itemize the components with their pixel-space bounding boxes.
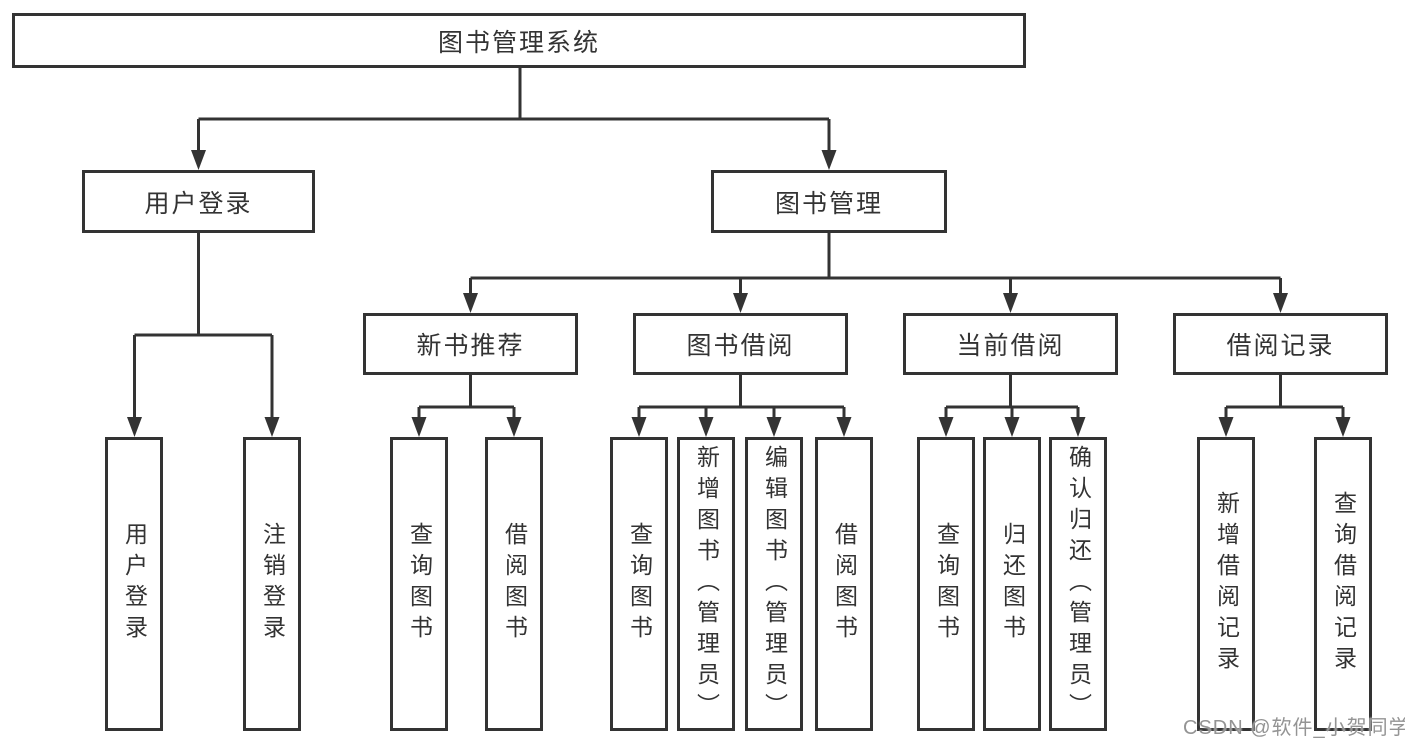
- leaf-borrow-books-recommend: 借阅图书: [485, 437, 543, 731]
- node-current-borrowing: 当前借阅: [903, 313, 1118, 375]
- connector-records-to-leaves: [1224, 375, 1345, 420]
- leaf-query-books-current: 查询图书: [917, 437, 975, 731]
- leaf-query-borrow-record: 查询借阅记录: [1314, 437, 1372, 731]
- node-library-system: 图书管理系统: [12, 13, 1026, 68]
- connector-root-to-level2: [197, 68, 831, 153]
- leaf-add-books-admin: 新增图书（管理员）: [677, 437, 735, 731]
- connector-current-to-leaves: [944, 375, 1080, 420]
- leaf-edit-books-admin: 编辑图书（管理员）: [745, 437, 803, 731]
- leaf-borrow-books-borrowing: 借阅图书: [815, 437, 873, 731]
- leaf-logout: 注销登录: [243, 437, 301, 731]
- leaf-add-borrow-record: 新增借阅记录: [1197, 437, 1255, 731]
- leaf-query-books-borrowing: 查询图书: [610, 437, 668, 731]
- leaf-confirm-return-admin: 确认归还（管理员）: [1049, 437, 1107, 731]
- leaf-query-books-recommend: 查询图书: [390, 437, 448, 731]
- connector-recommend-to-leaves: [417, 375, 516, 420]
- connector-borrowing-to-leaves: [637, 375, 846, 420]
- node-book-borrowing: 图书借阅: [633, 313, 848, 375]
- connector-mgmt-to-level3: [469, 233, 1282, 296]
- arrowheads: [127, 150, 1351, 437]
- connector-userlogin-to-leaves: [133, 233, 274, 420]
- node-new-book-recommendation: 新书推荐: [363, 313, 578, 375]
- watermark-text: CSDN @软件_小贺同学: [1183, 717, 1405, 739]
- node-book-management: 图书管理: [711, 170, 947, 233]
- leaf-return-books: 归还图书: [983, 437, 1041, 731]
- node-user-login: 用户登录: [82, 170, 315, 233]
- leaf-user-login: 用户登录: [105, 437, 163, 731]
- node-borrowing-records: 借阅记录: [1173, 313, 1388, 375]
